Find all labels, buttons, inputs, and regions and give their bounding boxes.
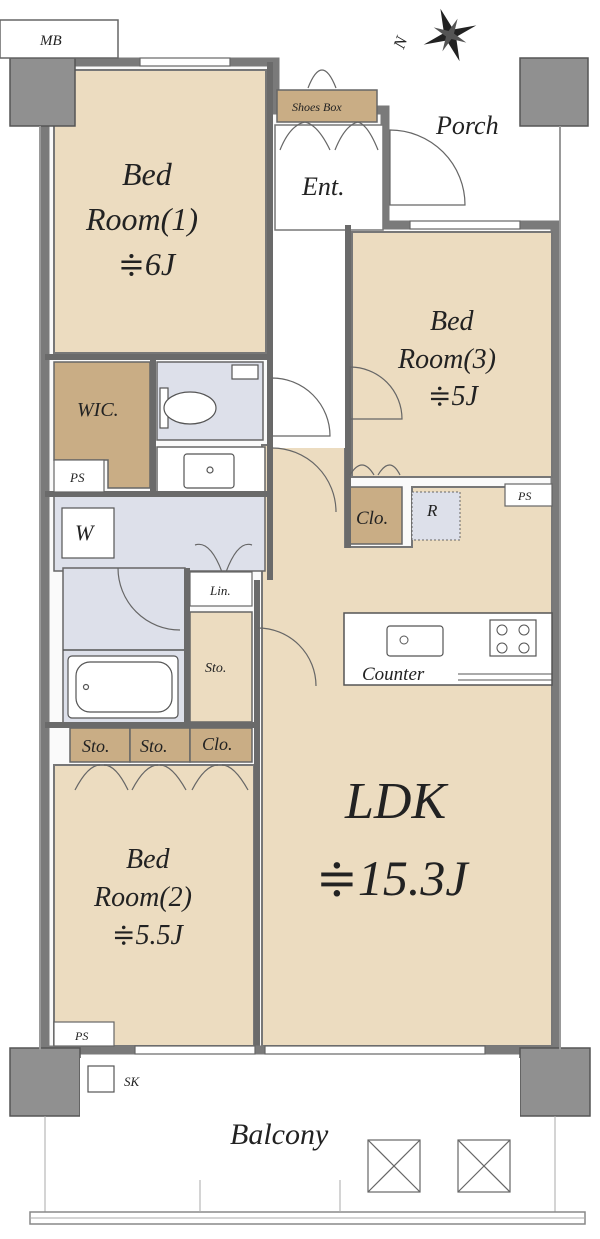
bed3-room: Room(3)	[397, 344, 496, 375]
closet-3	[349, 486, 403, 545]
ps-box-lower	[53, 1021, 115, 1047]
hallway-floor	[268, 228, 348, 448]
bed2-title: Bed	[126, 844, 171, 875]
sto-a-label: Sto.	[82, 736, 110, 756]
porch-label: Porch	[435, 111, 499, 140]
bed3-size: ≑5J	[428, 381, 479, 412]
bedroom-1-floor	[53, 69, 267, 354]
bedroom-3-floor	[351, 231, 553, 478]
counter-label: Counter	[362, 664, 425, 685]
kitchen-counter	[343, 612, 553, 686]
ps-box-right	[504, 483, 553, 507]
closet3-label: Clo.	[356, 508, 388, 529]
ps-upper-label: PS	[69, 470, 85, 485]
balcony-label: Balcony	[230, 1118, 329, 1151]
door-swings	[74, 69, 466, 791]
toilet-fixture	[159, 364, 259, 429]
meter-box	[0, 19, 119, 59]
bed1-title: Bed	[122, 156, 173, 192]
compass-star-icon	[423, 8, 477, 62]
bed1-room: Room(1)	[85, 201, 198, 237]
sink-label: SK	[124, 1074, 141, 1089]
shoes-box-label: Shoes Box	[292, 100, 342, 114]
washer-label: W	[75, 520, 95, 545]
closet-2	[189, 727, 253, 763]
bed3-title: Bed	[430, 306, 475, 337]
ps-box-upper	[53, 459, 105, 493]
balcony-area	[29, 1058, 586, 1225]
linen-area	[189, 571, 253, 607]
north-label: N	[389, 32, 412, 52]
fridge-label: R	[426, 501, 438, 520]
wic-label: WIC.	[77, 399, 119, 421]
closet2-label: Clo.	[202, 734, 233, 754]
ldk-size: ≑15.3J	[316, 850, 470, 906]
bed2-room: Room(2)	[93, 882, 192, 913]
ps-lower-label: PS	[74, 1029, 88, 1043]
mb-label: MB	[39, 33, 62, 49]
entrance-label: Ent.	[301, 172, 345, 201]
linen-label: Lin.	[209, 583, 231, 598]
ps-right-label: PS	[517, 489, 531, 503]
washer-box	[61, 507, 115, 559]
storage-a	[69, 727, 131, 763]
ldk-label: LDK	[344, 773, 448, 830]
entrance-floor	[274, 124, 384, 231]
vanity-basin	[183, 453, 235, 489]
bed1-size: ≑6J	[118, 246, 177, 282]
bathtub	[67, 655, 179, 719]
fridge-space	[411, 491, 461, 541]
sto-b-label: Sto.	[140, 736, 168, 756]
storage-mid-label: Sto.	[205, 661, 226, 676]
shoes-box	[276, 89, 378, 123]
windows	[134, 57, 521, 1055]
bed2-size: ≑5.5J	[112, 920, 184, 951]
columns	[9, 57, 591, 1117]
storage-b	[129, 727, 191, 763]
interior-walls	[45, 62, 351, 1050]
storage-mid	[189, 611, 253, 723]
